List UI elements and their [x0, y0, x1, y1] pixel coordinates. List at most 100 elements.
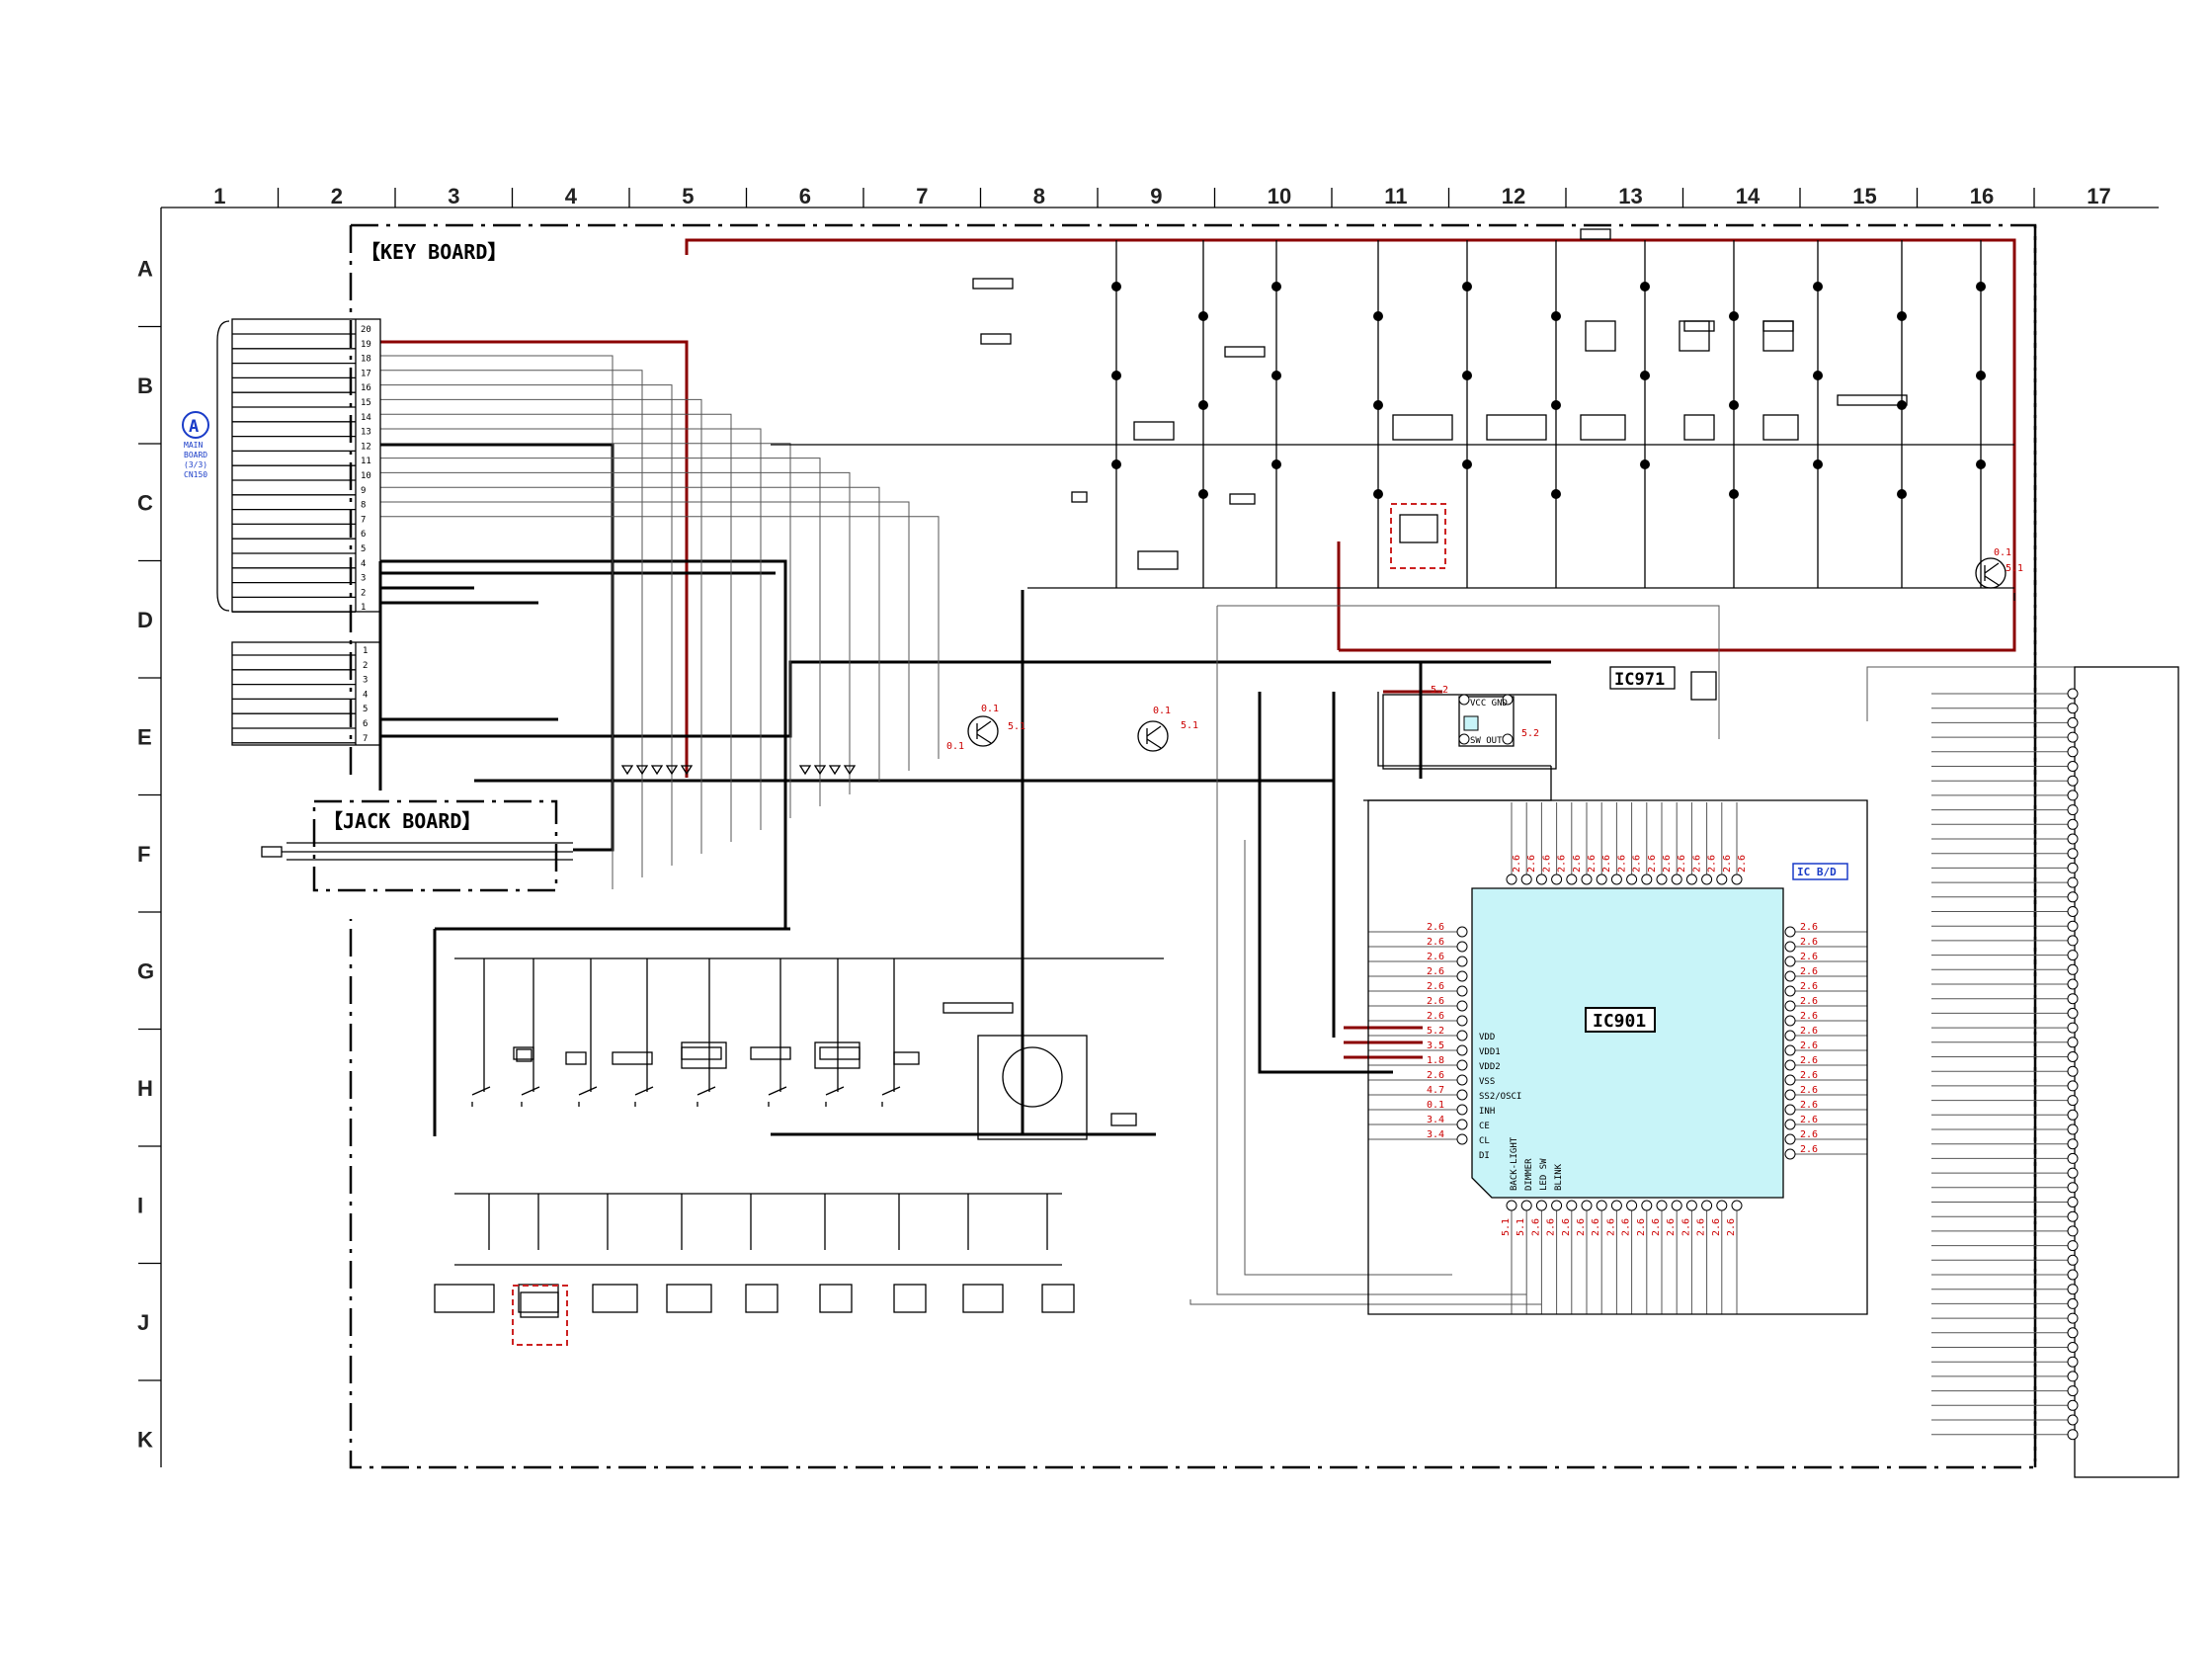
led-indicator	[1111, 371, 1121, 380]
connector-pin-number: 18	[361, 355, 371, 365]
lcd-pin	[2067, 848, 2079, 860]
jack-board-title: 【JACK BOARD】	[323, 809, 481, 833]
connector-pin-number: 14	[361, 413, 371, 423]
signal-trace	[380, 443, 791, 818]
voltage-label: 2.6	[1677, 855, 1687, 873]
led-indicator	[1198, 400, 1208, 410]
voltage-label: 0.1	[1427, 1100, 1444, 1111]
voltage-label: 2.6	[1800, 922, 1818, 933]
connector-lower	[231, 641, 381, 746]
voltage-label: 2.6	[1427, 952, 1444, 962]
led-indicator	[1897, 489, 1907, 499]
voltage-label: 2.6	[1427, 1070, 1444, 1081]
ic901-pin-top	[1626, 874, 1638, 885]
connector-pin-number: 2	[363, 661, 368, 671]
lcd-pin	[2067, 1037, 2079, 1048]
ic901-pin-left	[1456, 1074, 1468, 1086]
signal-trace	[380, 516, 940, 759]
bus-trace	[771, 590, 1156, 1136]
lcd-pin	[2067, 1210, 2079, 1222]
voltage-label: 2.6	[1546, 1218, 1557, 1236]
lcd-pin	[2067, 746, 2079, 758]
signal-trace	[380, 428, 762, 830]
voltage-label: 2.6	[1800, 1100, 1818, 1111]
diode	[620, 765, 634, 776]
led-indicator	[1640, 371, 1650, 380]
row-label: K	[137, 1427, 153, 1452]
lcd-pin	[2067, 1327, 2079, 1339]
signal-trace	[380, 355, 614, 889]
voltage-label: 3.4	[1427, 1115, 1444, 1125]
ic901-pin-top	[1596, 874, 1607, 885]
ic971-marker	[1690, 671, 1717, 701]
ic901-pin-left	[1456, 985, 1468, 997]
lcd-pin	[2067, 1225, 2079, 1237]
lcd-pin	[2067, 1167, 2079, 1179]
ic901-pin-left	[1456, 1044, 1468, 1056]
jog-caption	[942, 1002, 1014, 1014]
ic901-pin-bottom	[1685, 1200, 1697, 1211]
connector-pin-number: 19	[361, 340, 371, 350]
voltage-label: 2.6	[1587, 855, 1598, 873]
column-label: 14	[1736, 184, 1761, 208]
lcd-pin	[2067, 688, 2079, 700]
voltage-label: 2.6	[1526, 855, 1537, 873]
voltage-label: 0.1	[946, 741, 964, 752]
ic901-pin-right	[1784, 1059, 1796, 1071]
transistor-q2-body	[1146, 725, 1162, 749]
ic901-pin-top	[1641, 874, 1653, 885]
ic901-pin-bottom	[1656, 1200, 1668, 1211]
row-label: I	[137, 1193, 143, 1217]
ic901-frame	[1367, 799, 1868, 1315]
voltage-label: 2.6	[1427, 937, 1444, 948]
key-cap	[1392, 414, 1453, 441]
signal-trace	[380, 398, 702, 854]
lcd-pin	[2067, 1297, 2079, 1309]
voltage-label: 2.6	[1651, 1218, 1662, 1236]
lcd-pin	[2067, 1269, 2079, 1281]
connector-pin-number: 8	[361, 501, 366, 511]
transistor-q1	[967, 715, 999, 747]
voltage-label: 2.6	[1557, 855, 1568, 873]
ic901-left-pin-label: VDD1	[1479, 1047, 1501, 1057]
signal-trace	[1216, 606, 1526, 1295]
column-label: 2	[331, 184, 343, 208]
lcd-pin	[2067, 775, 2079, 787]
voltage-label: 2.6	[1662, 855, 1673, 873]
jack-board-border	[312, 799, 558, 892]
ic901-pin-bottom	[1535, 1200, 1547, 1211]
column-label: 6	[799, 184, 811, 208]
ic901-bottom-pin-label: BACK-LIGHT	[1510, 1136, 1519, 1191]
column-label: 15	[1852, 184, 1876, 208]
voltage-label: 2.6	[1726, 1218, 1737, 1236]
key-cap	[1683, 414, 1715, 441]
jog-dial	[1002, 1046, 1063, 1108]
connector-pin-number: 2	[361, 588, 366, 598]
voltage-label: 2.6	[1541, 855, 1552, 873]
connector-pin-number: 10	[361, 471, 371, 481]
led-indicator	[1976, 459, 1986, 469]
lcd-pin	[2067, 833, 2079, 845]
lcd-pin	[2067, 1197, 2079, 1207]
ic901-pin-left	[1456, 1059, 1468, 1071]
lcd-pin	[2067, 1138, 2079, 1150]
voltage-label: 2.6	[1427, 996, 1444, 1007]
ic971-pin-labels: SW OUT	[1470, 736, 1503, 746]
lcd-pin	[2067, 876, 2079, 888]
led-indicator	[1729, 489, 1739, 499]
voltage-label: 1.8	[1427, 1055, 1444, 1066]
key-cap	[1585, 320, 1616, 352]
led-indicator	[1976, 371, 1986, 380]
ic971-box	[1382, 694, 1557, 770]
transistor-q3-body	[1984, 562, 2000, 586]
row-label: D	[137, 608, 153, 632]
power-trace	[380, 340, 689, 778]
voltage-label: 2.6	[1800, 952, 1818, 962]
voltage-label: 5.1	[2006, 563, 2023, 574]
voltage-label: 2.6	[1666, 1218, 1677, 1236]
switch-contact	[634, 1086, 654, 1107]
lcd-pin	[2067, 1284, 2079, 1295]
button-caption	[1837, 394, 1908, 406]
signal-trace	[380, 458, 821, 806]
